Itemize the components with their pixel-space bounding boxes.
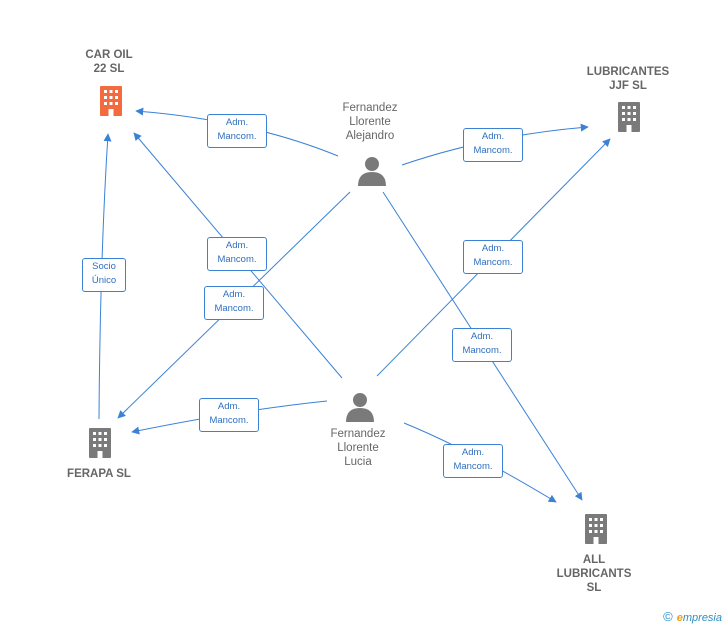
building-icon-lubricantes bbox=[618, 102, 640, 132]
edge-label-adm-mancom: Adm. Mancom. bbox=[463, 240, 523, 274]
company-label-car-oil[interactable]: CAR OIL 22 SL bbox=[85, 49, 133, 75]
edge-label-adm-mancom: Adm. Mancom. bbox=[204, 286, 264, 320]
company-label-all-lubricants[interactable]: ALL LUBRICANTS SL bbox=[556, 554, 632, 594]
copyright-icon: © bbox=[663, 609, 673, 624]
person-icon-lucia bbox=[346, 393, 374, 422]
person-label-alejandro[interactable]: Fernandez Llorente Alejandro bbox=[342, 102, 398, 142]
edge-label-adm-mancom: Adm. Mancom. bbox=[443, 444, 503, 478]
building-icon-ferapa bbox=[89, 428, 111, 458]
edge-label-adm-mancom: Adm. Mancom. bbox=[207, 237, 267, 271]
edge-label-adm-mancom: Adm. Mancom. bbox=[452, 328, 512, 362]
brand-name: mpresia bbox=[682, 612, 722, 624]
person-icon-alejandro bbox=[358, 157, 386, 186]
brand-logo[interactable]: ©empresia bbox=[663, 609, 722, 624]
building-icon-all-lubricants bbox=[585, 514, 607, 544]
edge-label-adm-mancom: Adm. Mancom. bbox=[199, 398, 259, 432]
company-label-ferapa[interactable]: FERAPA SL bbox=[67, 468, 131, 480]
edge-label-adm-mancom: Adm. Mancom. bbox=[207, 114, 267, 148]
edge-label-adm-mancom: Adm. Mancom. bbox=[463, 128, 523, 162]
company-label-lubricantes-jjf[interactable]: LUBRICANTES JJF SL bbox=[586, 66, 670, 92]
edge-label-socio-unico: Socio Único bbox=[82, 258, 126, 292]
brand-e: e bbox=[676, 612, 683, 624]
person-label-lucia[interactable]: Fernandez Llorente Lucia bbox=[330, 428, 386, 468]
building-icon-car-oil bbox=[100, 86, 122, 116]
